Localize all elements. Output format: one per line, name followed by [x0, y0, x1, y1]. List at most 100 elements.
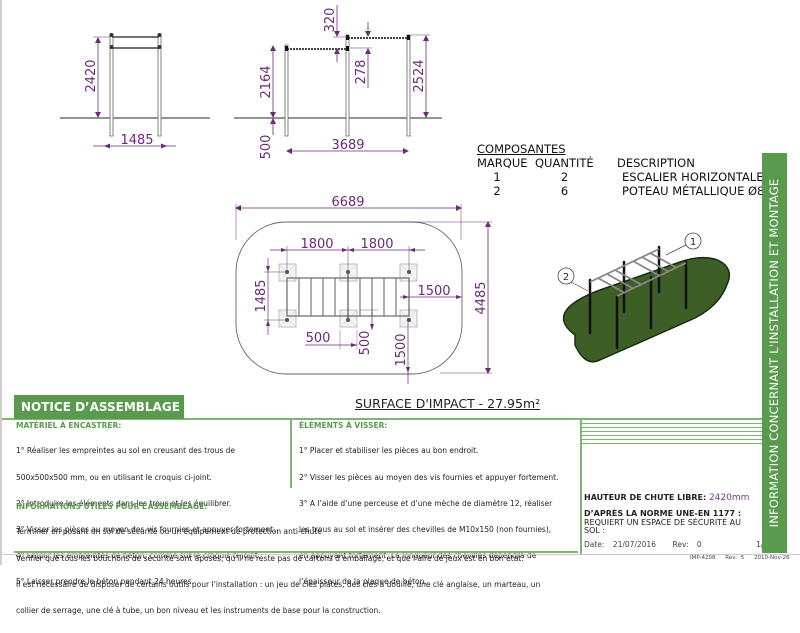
side-view: 2164 500 320 278 2524 3689 — [234, 5, 442, 159]
dim-bar-offset: 278 — [354, 60, 369, 85]
date-value: 21/07/2016 — [612, 540, 657, 549]
cell-quantite: 2 — [560, 170, 569, 184]
callout-1 — [684, 232, 702, 250]
technical-drawings: 2420 1485 2164 500 — [60, 5, 731, 384]
materiel-title: MATÉRIEL À ENCASTRER: — [16, 421, 122, 430]
step-line: 4° Emplir les empreintes de béton, comme… — [16, 550, 261, 560]
divider — [581, 427, 762, 428]
ladder-rungs — [298, 278, 397, 316]
isometric-ladder — [589, 248, 687, 297]
divider — [581, 439, 762, 440]
dim-clearance-end: 1500 — [394, 333, 409, 366]
footer-reference: IMP-4208 Rev: 5 2010-Nov-26 — [690, 555, 790, 561]
infos-body: Terminer en posant un sol de sécurité ou… — [16, 511, 540, 633]
dim-clearance-side: 1500 — [417, 284, 450, 299]
revision-bar: Date: 21/07/2016 Rev: 0 1/2 — [584, 540, 768, 549]
dim-plan-width: 1485 — [254, 279, 269, 312]
norm-text: SOL : — [584, 526, 606, 535]
impact-surface-label: SURFACE D'IMPACT - 27.95m² — [355, 396, 541, 411]
cell-description: POTEAU MÉTALLIQUE Ø88,9 — [622, 184, 783, 198]
info-line: Il est nécessaire de disposer de certain… — [16, 579, 541, 589]
dim-length: 3689 — [331, 138, 364, 153]
impact-zone-outline — [235, 221, 463, 375]
side-banner-text: INFORMATION CONCERNANT L'INSTALLATION ET… — [767, 178, 781, 528]
divider — [580, 418, 582, 554]
isometric-surface — [562, 256, 731, 363]
divider — [2, 418, 762, 420]
dim-post-low: 2164 — [259, 65, 274, 98]
cell-description: ESCALIER HORIZONTALE — [622, 170, 764, 184]
components-table: COMPOSANTES MARQUE QUANTITÉ DESCRIPTION … — [477, 142, 783, 198]
step-line: les trous au sol et insérer des cheville… — [299, 524, 552, 534]
header-quantite: QUANTITÉ — [535, 156, 594, 170]
divider — [2, 554, 800, 555]
callout-2 — [557, 267, 575, 285]
norm-text: REQUIERT UN ESPACE DE SÉCURITÉ AU — [584, 517, 741, 527]
step-line: 500x500x500 mm, ou en utilisant le croqu… — [16, 472, 212, 482]
assembly-sheet: 2420 1485 2164 500 — [0, 0, 800, 614]
isometric-view: 1 2 — [557, 232, 731, 363]
callout-2-label: 2 — [563, 272, 569, 283]
info-line: collier de serrage, une clé à tube, un b… — [16, 605, 381, 615]
infos-title: INFORMATIONS UTILES POUR L’ASSEMBLAGE: — [16, 502, 208, 511]
dim-embed: 500 — [259, 135, 274, 160]
rev-value: 0 — [696, 540, 702, 549]
step-line: en appuyant fortement. La longueur des c… — [299, 550, 537, 560]
components-header: MARQUE QUANTITÉ DESCRIPTION — [477, 156, 783, 170]
norm-label: D’APRÈS LA NORME UNE-EN 1177 : — [584, 509, 742, 518]
callout-1-label: 1 — [690, 237, 696, 248]
doc-id: IMP-4208 — [690, 555, 716, 561]
cell-marque: 1 — [493, 170, 501, 184]
dim-overall-length: 6689 — [331, 195, 364, 210]
post — [109, 33, 114, 137]
header-description: DESCRIPTION — [617, 156, 695, 170]
post — [284, 44, 289, 137]
free-fall-height: HAUTEUR DE CHUTE LIBRE: 2420mm — [584, 493, 749, 503]
post — [157, 33, 162, 137]
divider — [581, 443, 762, 444]
rev-label: Rev: — [672, 540, 689, 549]
elements-title: ÉLÉMENTS À VISSER: — [299, 421, 388, 430]
plan-view: 6689 — [235, 195, 492, 384]
components-title: COMPOSANTES — [477, 142, 566, 156]
divider — [14, 551, 578, 553]
dim-overall-width: 4485 — [474, 281, 489, 314]
dim-post-high: 2524 — [412, 59, 427, 92]
free-fall-label: HAUTEUR DE CHUTE LIBRE: — [584, 493, 707, 502]
table-row: 2 6 POTEAU MÉTALLIQUE Ø88,9 — [477, 184, 783, 198]
dim-span-2: 1800 — [360, 237, 393, 252]
date-label: Date: — [584, 540, 605, 549]
dim-span-1: 1800 — [300, 237, 333, 252]
cell-quantite: 6 — [560, 184, 569, 198]
isometric-posts — [588, 245, 688, 350]
table-row: 1 2 ESCALIER HORIZONTALE — [477, 170, 783, 184]
step-line: 1° Réaliser les empreintes au sol en cre… — [16, 446, 236, 456]
step-line: 2° Visser les pièces au moyen des vis fo… — [299, 472, 559, 482]
free-fall-value: 2420mm — [708, 493, 750, 503]
norm-requirement: D’APRÈS LA NORME UNE-EN 1177 : REQUIERT … — [584, 509, 742, 536]
info-line: Terminer en posant un sol de sécurité ou… — [16, 527, 322, 537]
dim-footing-width: 500 — [306, 331, 331, 346]
cell-marque: 2 — [493, 184, 501, 198]
notice-title: NOTICE D’ASSEMBLAGE — [14, 395, 184, 419]
dim-step: 320 — [323, 8, 338, 33]
divider — [290, 418, 292, 488]
side-banner — [762, 153, 787, 553]
step-line: 2° Introduire les éléments dans les trou… — [16, 498, 232, 508]
footer-rev: Rev: 5 — [725, 555, 745, 561]
dim-footing-depth: 500 — [358, 331, 373, 356]
front-view: 2420 1485 — [60, 33, 210, 149]
divider — [581, 435, 762, 436]
post — [406, 34, 411, 137]
dim-height: 2420 — [84, 59, 99, 92]
divider — [581, 431, 762, 432]
divider — [581, 423, 762, 424]
dim-width: 1485 — [120, 133, 153, 148]
info-line: Vérifier que tous les bouchons de sécuri… — [16, 553, 524, 563]
step-line: 3° A l’aide d’une perceuse et d’une mèch… — [299, 498, 553, 508]
header-marque: MARQUE — [477, 156, 528, 170]
step-line: 1° Placer et stabiliser les pièces au bo… — [299, 446, 479, 456]
step-line: 3° Visser les pièces au moyen des vis fo… — [16, 524, 276, 534]
page-edge — [0, 0, 2, 565]
footer-date: 2010-Nov-26 — [754, 555, 790, 561]
